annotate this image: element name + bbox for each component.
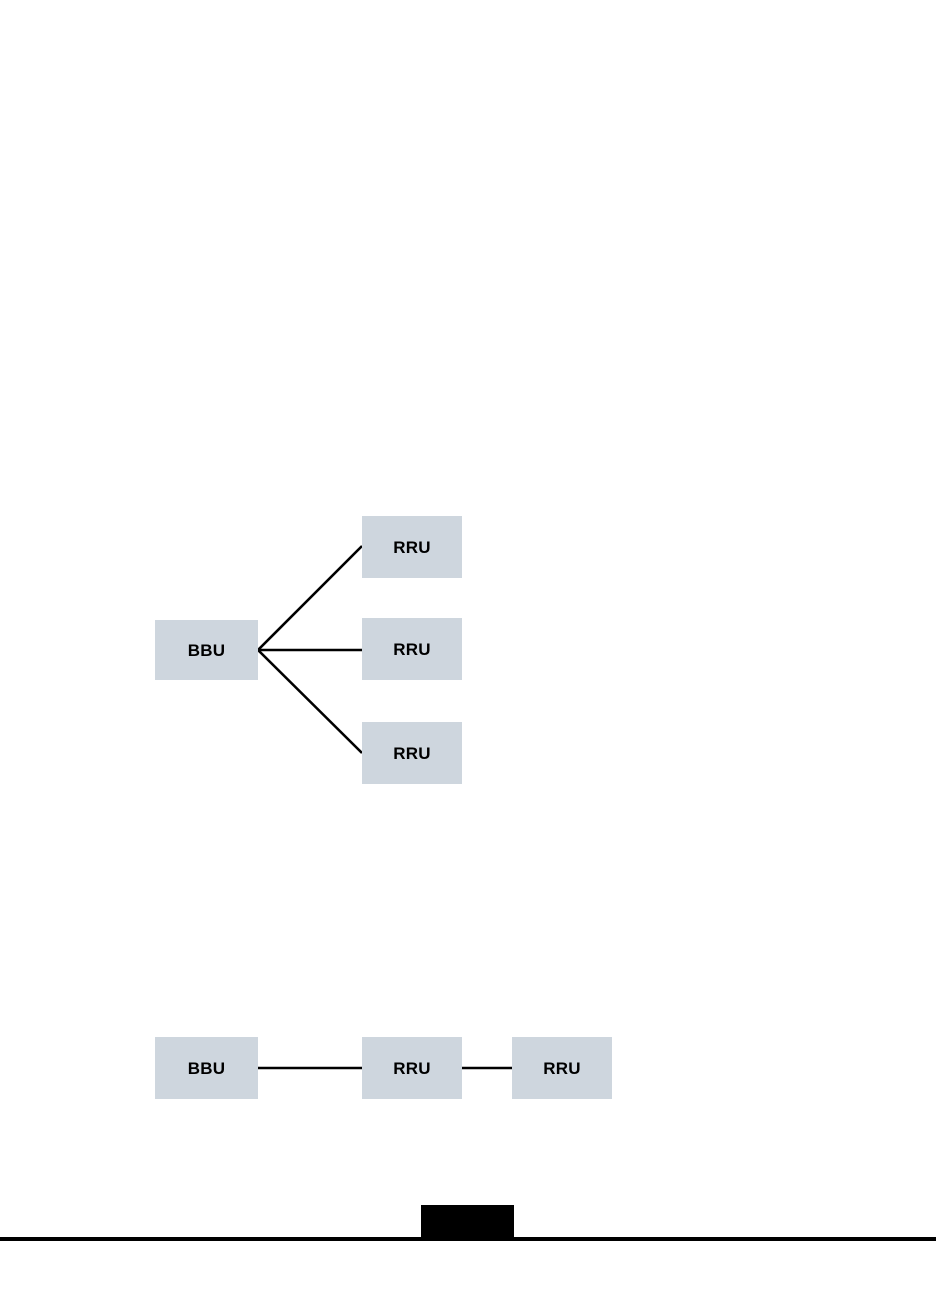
node-label: RRU <box>393 639 431 659</box>
footer-redaction-block <box>421 1205 514 1238</box>
footer-horizontal-rule <box>0 1237 936 1241</box>
node-label: RRU <box>543 1058 581 1078</box>
node-bbu-star[interactable]: BBU <box>155 620 258 680</box>
connector-bbu-to-rru-1 <box>257 545 363 651</box>
node-rru-star-3[interactable]: RRU <box>362 722 462 784</box>
node-label: RRU <box>393 743 431 763</box>
node-label: RRU <box>393 537 431 557</box>
node-rru-chain-2[interactable]: RRU <box>512 1037 612 1099</box>
node-rru-star-2[interactable]: RRU <box>362 618 462 680</box>
node-bbu-chain[interactable]: BBU <box>155 1037 258 1099</box>
node-label: RRU <box>393 1058 431 1078</box>
node-rru-star-1[interactable]: RRU <box>362 516 462 578</box>
node-label: BBU <box>187 1058 226 1078</box>
connector-bbu-to-rru-3 <box>257 649 363 754</box>
node-rru-chain-1[interactable]: RRU <box>362 1037 462 1099</box>
node-label: BBU <box>187 640 226 660</box>
